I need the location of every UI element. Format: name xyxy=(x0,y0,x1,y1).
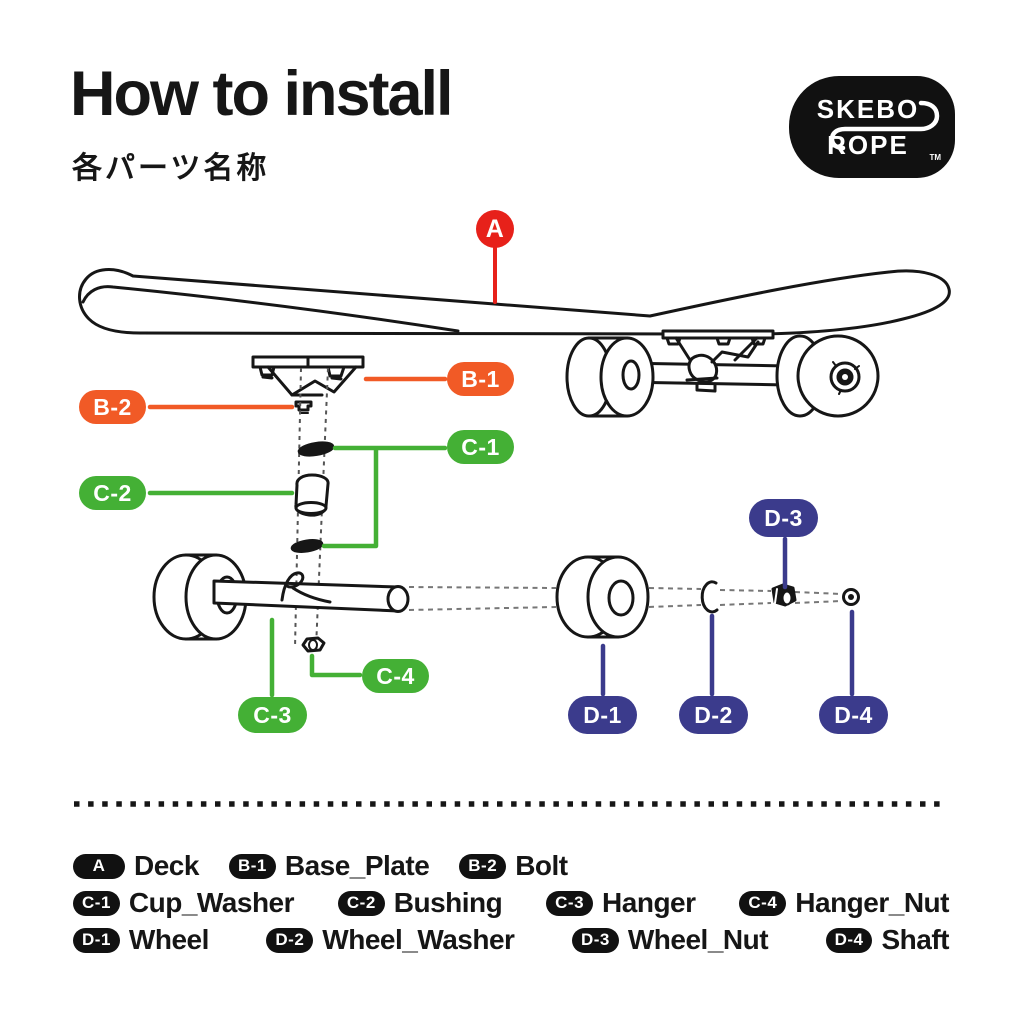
callout-c3-hanger: C-3 xyxy=(238,697,307,733)
legend-code-badge: C-1 xyxy=(73,890,120,916)
legend-code-badge: D-4 xyxy=(825,927,873,953)
legend-part-label: Cup_Washer xyxy=(128,887,295,918)
legend-row-2: C-1 Cup_Washer C-2 Bushing C-3 Hanger C-… xyxy=(73,887,949,919)
legend-item: A Deck xyxy=(73,850,199,882)
logo-trademark: TM xyxy=(929,153,941,162)
page-subtitle-jp: 各パーツ名称 xyxy=(72,152,270,185)
legend-part-label: Deck xyxy=(134,850,199,881)
legend-item: D-1 Wheel xyxy=(73,924,209,956)
legend-part-label: Wheel_Washer xyxy=(322,924,515,955)
callout-c4-hanger-nut: C-4 xyxy=(362,659,429,693)
legend-part-label: Hanger xyxy=(602,887,696,918)
legend-item: B-2 Bolt xyxy=(459,850,568,882)
parts-legend: A Deck B-1 Base_Plate B-2 Bolt C-1 Cup_W… xyxy=(73,850,949,962)
callout-connector-lines xyxy=(147,246,855,698)
legend-part-label: Hanger_Nut xyxy=(795,887,949,918)
legend-row-1: A Deck B-1 Base_Plate B-2 Bolt xyxy=(73,850,949,882)
exploded-wheel-drawing xyxy=(555,555,650,639)
hanger-assembly-drawing xyxy=(152,553,410,641)
callout-d1-wheel: D-1 xyxy=(568,696,637,734)
legend-item: C-4 Hanger_Nut xyxy=(739,887,949,919)
cup-washers-drawing xyxy=(290,441,335,553)
legend-item: C-2 Bushing xyxy=(337,887,503,919)
exploded-bolt-drawing xyxy=(294,400,313,414)
legend-code-badge: C-4 xyxy=(739,890,787,916)
callout-a-deck: A xyxy=(476,210,514,248)
legend-code-badge: B-1 xyxy=(228,853,276,879)
legend-part-label: Wheel_Nut xyxy=(627,924,769,955)
callout-d4-shaft: D-4 xyxy=(819,696,888,734)
hanger-nut-drawing xyxy=(301,636,326,653)
brand-logo: SKEBO ROPE TM xyxy=(789,76,955,178)
legend-item: C-3 Hanger xyxy=(546,887,696,919)
legend-part-label: Bushing xyxy=(393,887,503,918)
legend-item: D-3 Wheel_Nut xyxy=(571,924,769,956)
legend-code-badge: D-2 xyxy=(266,927,314,953)
logo-text-line1: SKEBO xyxy=(816,94,920,124)
legend-code-badge: B-2 xyxy=(459,853,507,879)
callout-c2-bushing: C-2 xyxy=(79,476,146,510)
legend-part-label: Base_Plate xyxy=(284,850,430,881)
rope-swirl-icon xyxy=(829,100,940,151)
legend-code-badge: D-1 xyxy=(73,927,120,953)
legend-part-label: Bolt xyxy=(515,850,568,881)
axle-axis-dashed-lines xyxy=(408,586,843,611)
exploded-base-plate-drawing xyxy=(251,355,365,397)
bushing-drawing xyxy=(294,473,330,517)
wheel-washer-drawing xyxy=(700,580,719,614)
page-title: How to install xyxy=(70,59,453,129)
legend-item: D-4 Shaft xyxy=(825,924,949,956)
callout-d2-wheel-washer: D-2 xyxy=(679,696,748,734)
legend-code-badge: C-2 xyxy=(337,890,385,916)
callout-c1-cup-washer: C-1 xyxy=(447,430,514,464)
legend-part-label: Shaft xyxy=(881,924,949,955)
logo-text-line2: ROPE xyxy=(827,130,909,160)
callout-b1-base-plate: B-1 xyxy=(447,362,514,396)
legend-part-label: Wheel xyxy=(128,924,209,955)
legend-item: B-1 Base_Plate xyxy=(228,850,430,882)
legend-item: D-2 Wheel_Washer xyxy=(266,924,515,956)
mounted-truck-drawing xyxy=(565,329,880,418)
legend-code-badge: C-3 xyxy=(546,890,594,916)
legend-code-badge: A xyxy=(73,853,125,879)
skateboard-side-view xyxy=(78,268,951,336)
legend-code-badge: D-3 xyxy=(571,927,619,953)
callout-b2-bolt: B-2 xyxy=(79,390,146,424)
legend-item: C-1 Cup_Washer xyxy=(73,887,295,919)
callout-d3-wheel-nut: D-3 xyxy=(749,499,818,537)
shaft-tip-drawing xyxy=(842,588,860,606)
legend-row-3: D-1 Wheel D-2 Wheel_Washer D-3 Wheel_Nut… xyxy=(73,924,949,956)
